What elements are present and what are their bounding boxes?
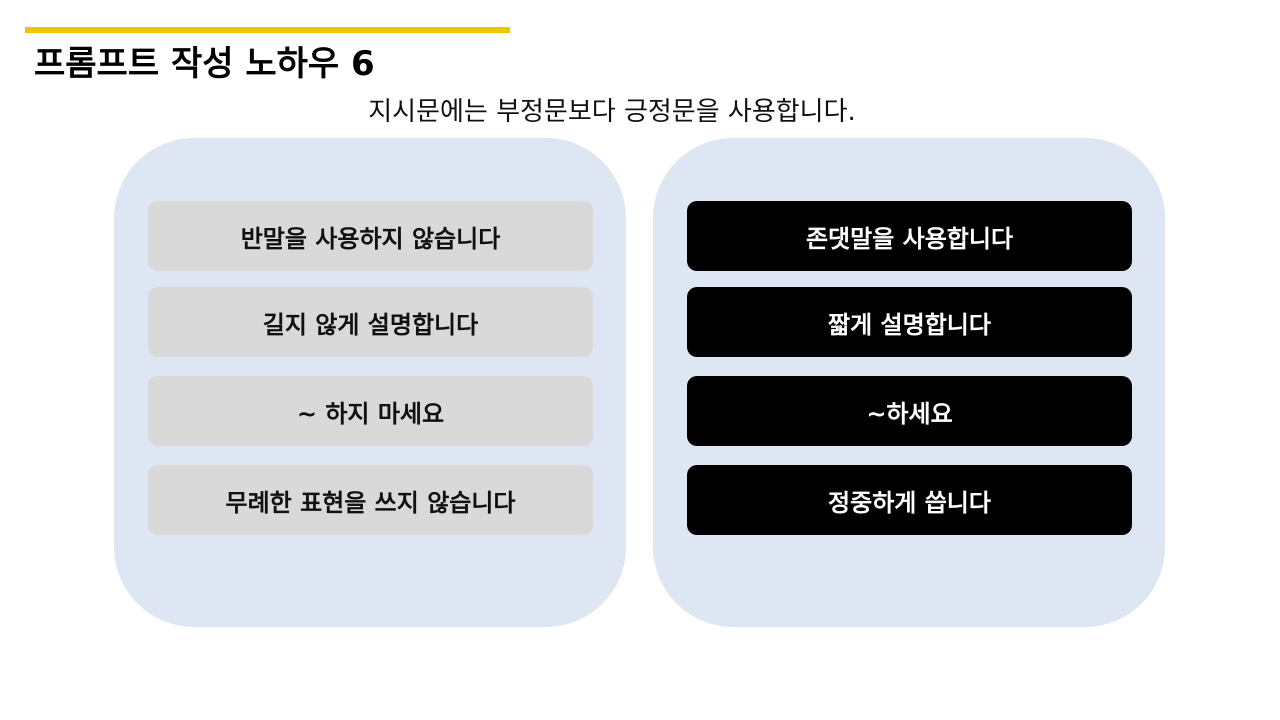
positive-item: 정중하게 씁니다 [687,465,1132,535]
slide-subtitle: 지시문에는 부정문보다 긍정문을 사용합니다. [368,97,856,127]
slide-title: 프롬프트 작성 노하우 6 [34,44,375,84]
negative-item: 반말을 사용하지 않습니다 [148,201,593,271]
positive-examples-panel: 존댓말을 사용합니다 짧게 설명합니다 ~하세요 정중하게 씁니다 [653,138,1165,627]
negative-item: ~ 하지 마세요 [148,376,593,446]
positive-item: 짧게 설명합니다 [687,287,1132,357]
positive-item: 존댓말을 사용합니다 [687,201,1132,271]
negative-item: 길지 않게 설명합니다 [148,287,593,357]
negative-item: 무례한 표현을 쓰지 않습니다 [148,465,593,535]
negative-examples-panel: 반말을 사용하지 않습니다 길지 않게 설명합니다 ~ 하지 마세요 무례한 표… [114,138,626,627]
accent-bar [25,27,510,33]
positive-item: ~하세요 [687,376,1132,446]
